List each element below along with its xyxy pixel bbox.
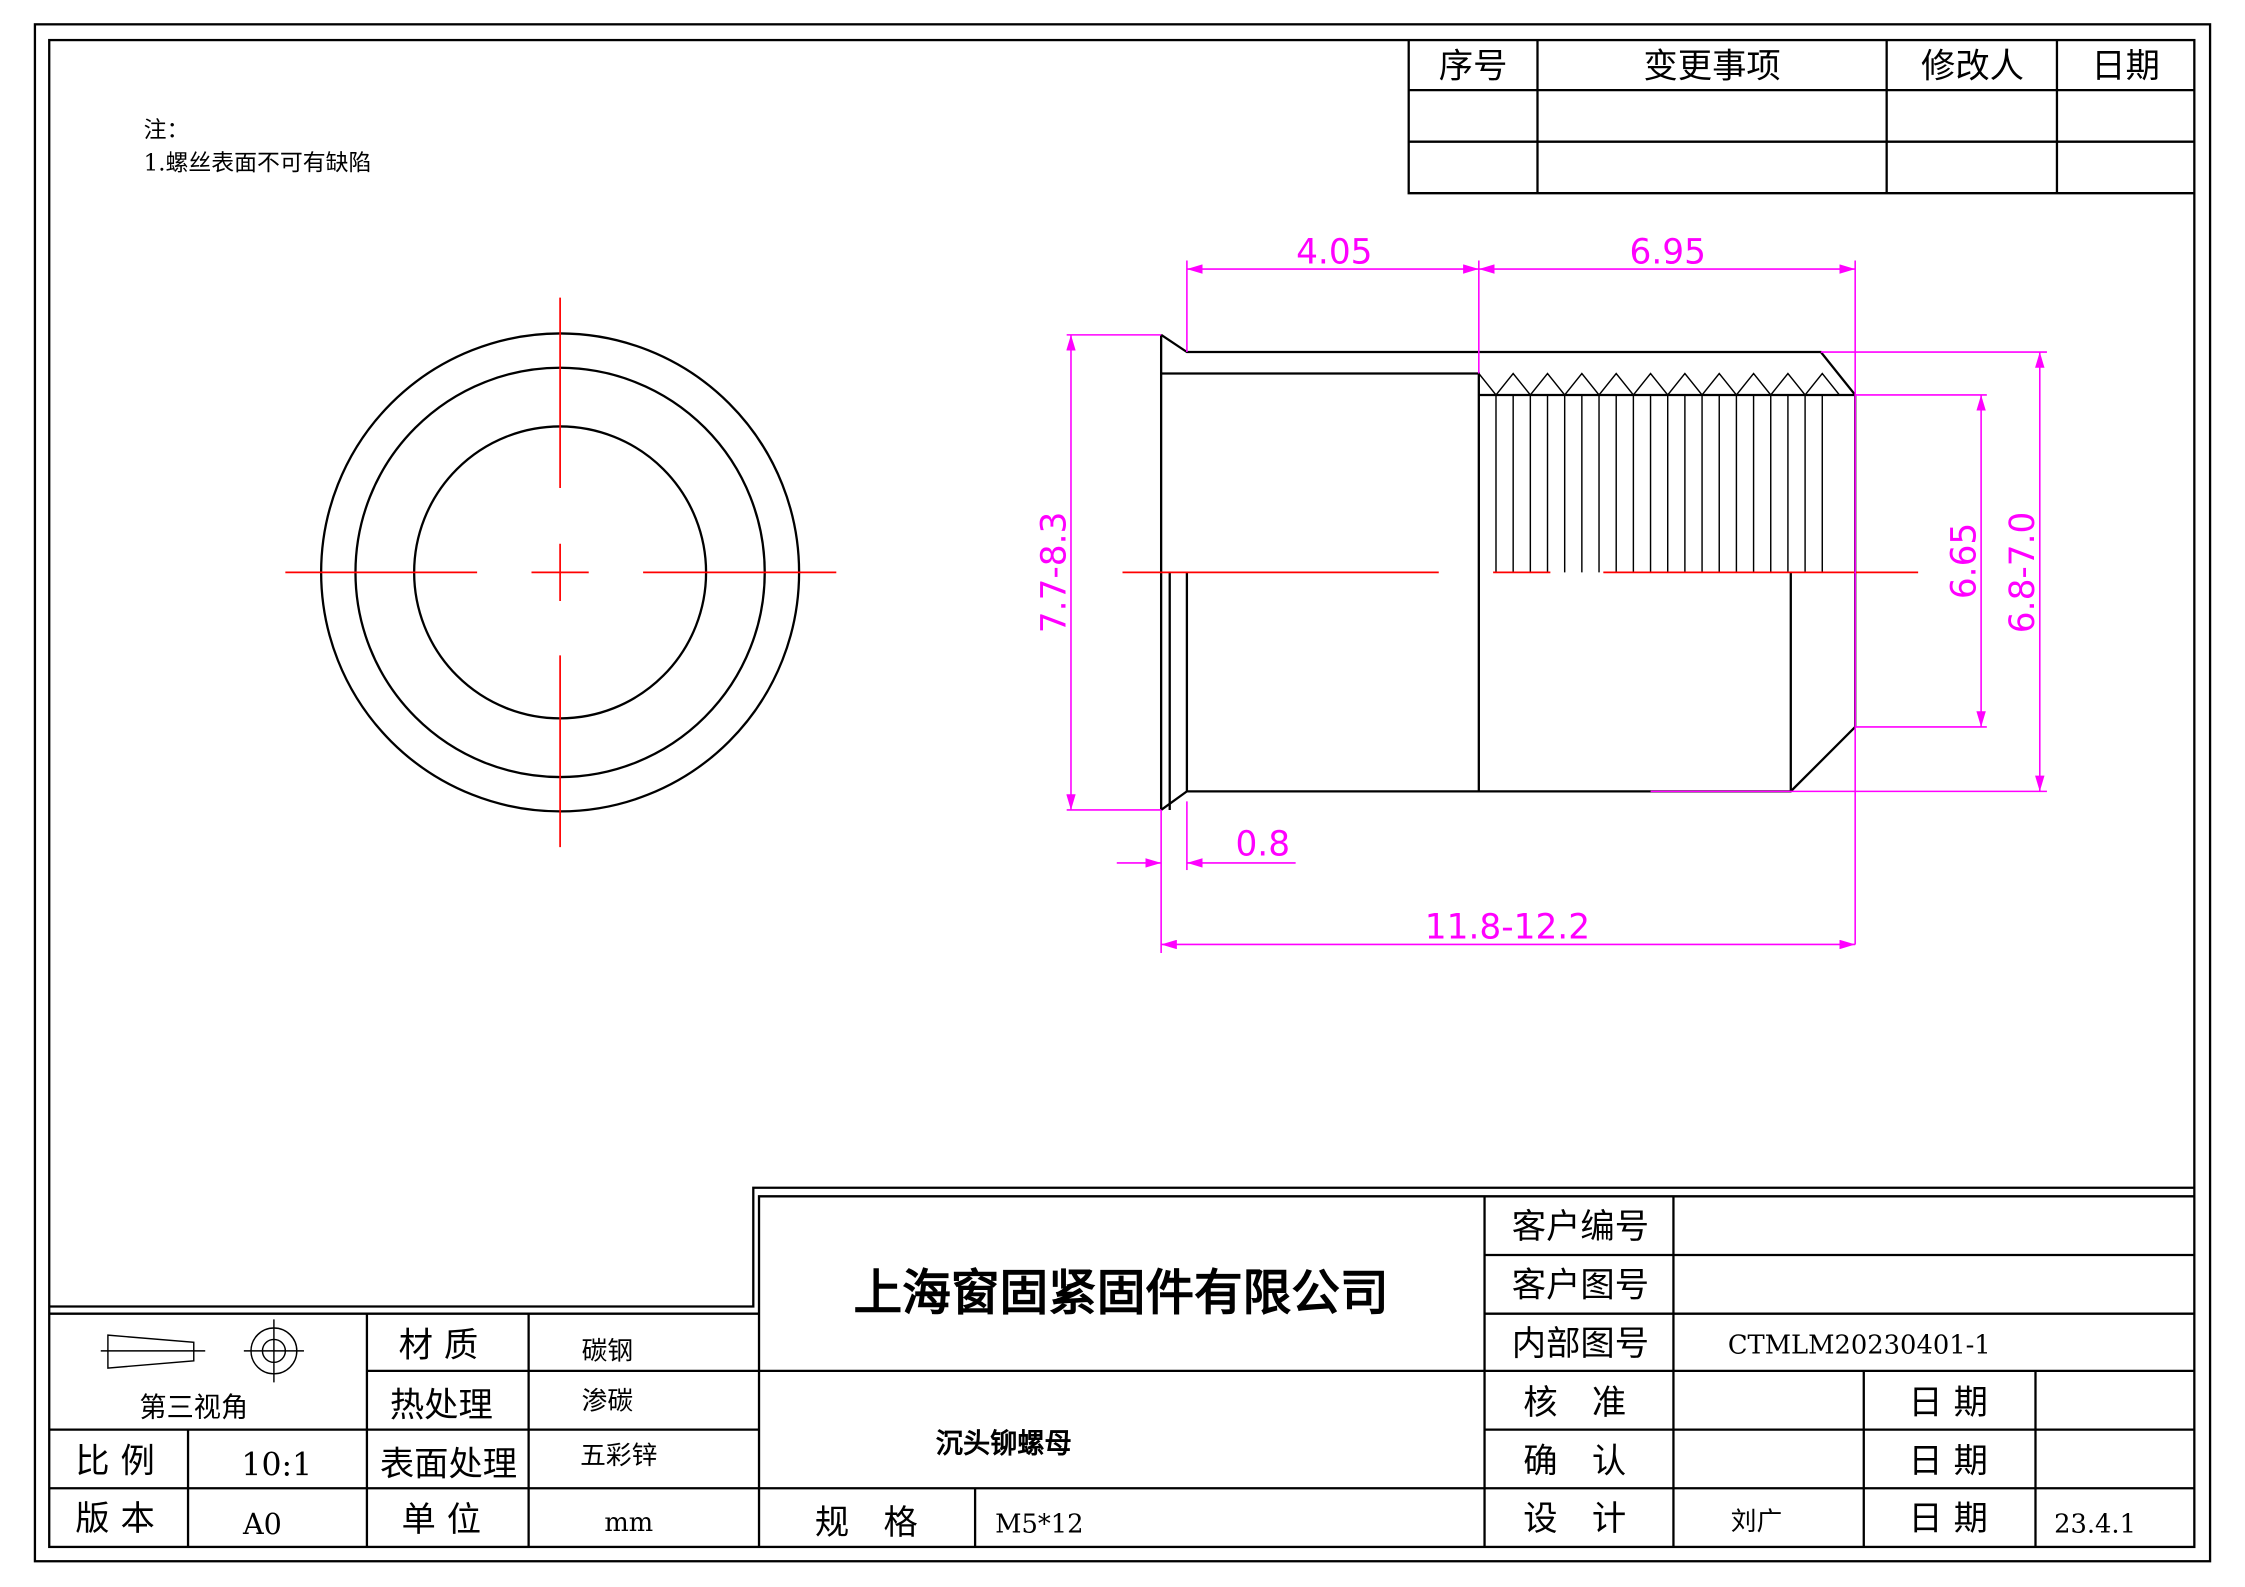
dim-body-dia: 6.8-7.0: [2003, 512, 2043, 634]
customer-drawing-label: 客户图号: [1512, 1266, 1649, 1306]
centerlines: [285, 297, 837, 848]
scale-label: 比 例: [75, 1442, 155, 1482]
note-item: 1.螺丝表面不可有缺陷: [144, 150, 372, 176]
version-label: 版 本: [75, 1499, 155, 1539]
heat-treatment-value: 渗碳: [582, 1387, 634, 1417]
unit-label: 单 位: [402, 1500, 482, 1540]
designer-value: 刘广: [1731, 1507, 1782, 1537]
internal-drawing-value: CTMLM20230401-1: [1728, 1331, 1991, 1361]
design-label: 设 计: [1523, 1499, 1626, 1539]
dim-thread-dia: 6.65: [1944, 523, 1984, 599]
material-label: 材 质: [399, 1326, 479, 1366]
unit-value: mm: [604, 1508, 653, 1538]
rev-header-editor: 修改人: [1921, 46, 2024, 86]
projection-label: 第三视角: [139, 1393, 248, 1424]
heat-treatment-label: 热处理: [390, 1386, 493, 1426]
version-value: A0: [242, 1507, 282, 1541]
revision-table: 序号 变更事项 修改人 日期: [1407, 40, 2195, 195]
scale-value: 10:1: [241, 1447, 312, 1483]
approve-label: 核 准: [1523, 1383, 1626, 1423]
dim-head-length: 4.05: [1296, 232, 1372, 272]
rev-header-no: 序号: [1439, 46, 1508, 86]
material-value: 碳钢: [582, 1336, 634, 1366]
dimensions: 4.05 6.95 7.7-8.3 6.65 6.8-7.0 0.8 11.8-…: [1034, 232, 2047, 954]
dim-knurl-length: 6.95: [1629, 232, 1705, 272]
confirm-date-label: 日 期: [1908, 1442, 1988, 1482]
spec-label: 规 格: [815, 1503, 918, 1543]
inner-border: [48, 38, 2196, 1549]
confirm-label: 确 认: [1523, 1442, 1626, 1482]
surface-treatment-value: 五彩锌: [580, 1441, 657, 1471]
rev-header-change: 变更事项: [1643, 46, 1780, 86]
design-date-value: 23.4.1: [2054, 1510, 2136, 1540]
outer-border: [33, 23, 2212, 1563]
customer-no-label: 客户编号: [1512, 1207, 1649, 1247]
surface-treatment-label: 表面处理: [380, 1444, 517, 1484]
dim-flange-dia: 7.7-8.3: [1034, 512, 1074, 634]
design-date-label: 日 期: [1908, 1499, 1988, 1539]
notes-title: 注：: [144, 117, 190, 143]
rev-header-date: 日期: [2091, 46, 2160, 86]
title-block: 第三视角 材 质 碳钢 热处理 渗碳 表面处理 五彩锌 比 例 10:1 版 本…: [49, 1186, 2195, 1547]
side-section-view: [1122, 333, 1919, 811]
product-name: 沉头铆螺母: [936, 1427, 1072, 1459]
approve-date-label: 日 期: [1908, 1383, 1988, 1423]
internal-drawing-label: 内部图号: [1512, 1324, 1649, 1364]
company-name: 上海窗固紧固件有限公司: [854, 1264, 1389, 1321]
dim-total-length: 11.8-12.2: [1425, 908, 1590, 948]
spec-value: M5*12: [995, 1510, 1083, 1540]
third-angle-projection-icon: [100, 1319, 304, 1383]
front-view: [285, 297, 837, 848]
dim-flange-thk: 0.8: [1235, 825, 1290, 865]
